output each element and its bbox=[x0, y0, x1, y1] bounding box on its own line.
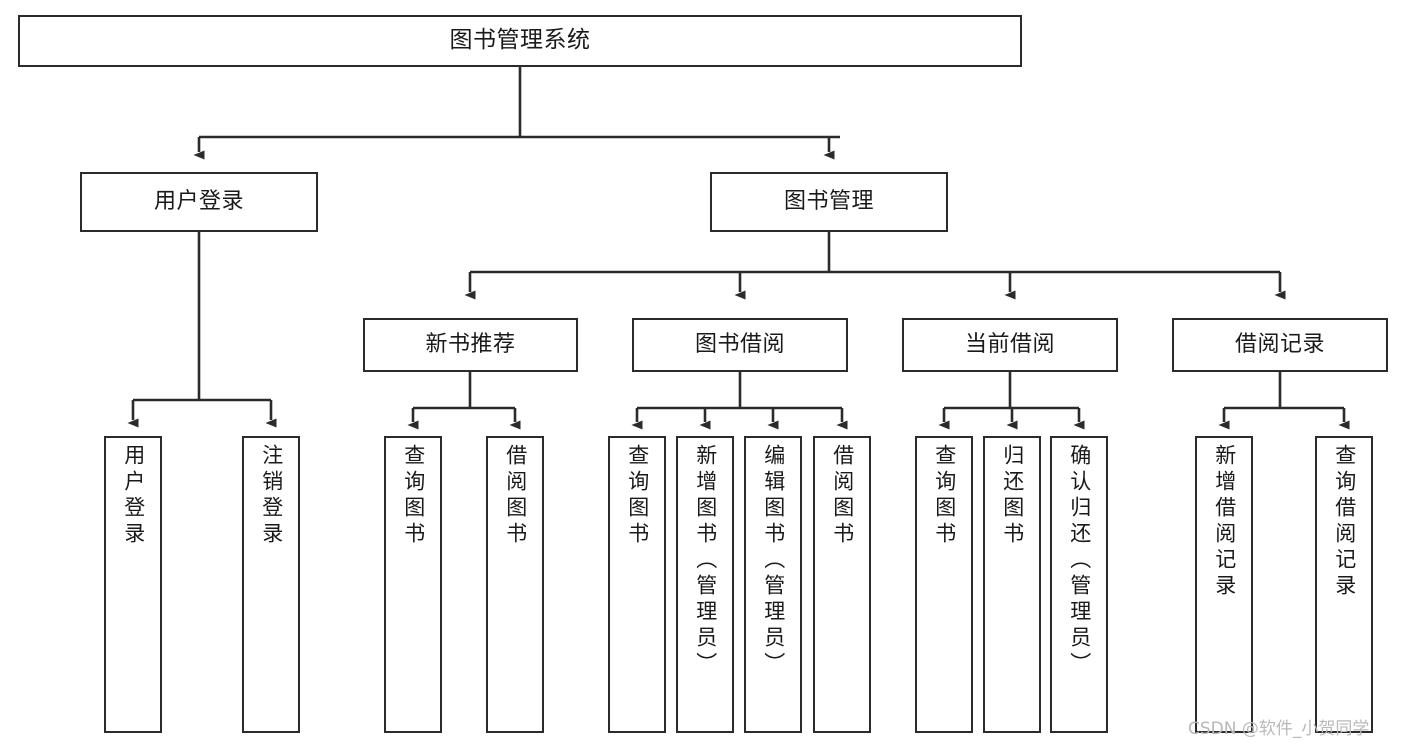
node-leaf-edit-book-label: 编辑图书（管理员） bbox=[761, 444, 786, 678]
node-new-book-recommend-label: 新书推荐 bbox=[425, 331, 516, 357]
node-leaf-query-record[interactable]: 查询借阅记录 bbox=[1315, 436, 1373, 733]
node-leaf-query-record-label: 查询借阅记录 bbox=[1332, 444, 1357, 600]
node-current-borrow-label: 当前借阅 bbox=[964, 331, 1055, 357]
node-leaf-user-logout-label: 注销登录 bbox=[259, 444, 284, 548]
node-leaf-borrow-book-1-label: 借阅图书 bbox=[503, 444, 528, 548]
node-leaf-query-book-3[interactable]: 查询图书 bbox=[915, 436, 973, 733]
node-current-borrow[interactable]: 当前借阅 bbox=[902, 318, 1118, 372]
node-leaf-user-logout[interactable]: 注销登录 bbox=[242, 436, 300, 733]
node-root-label: 图书管理系统 bbox=[449, 27, 591, 54]
node-leaf-borrow-book-2[interactable]: 借阅图书 bbox=[813, 436, 871, 733]
node-leaf-add-book[interactable]: 新增图书（管理员） bbox=[676, 436, 734, 733]
node-borrow-record-label: 借阅记录 bbox=[1234, 331, 1325, 357]
node-leaf-add-book-label: 新增图书（管理员） bbox=[693, 444, 718, 678]
node-leaf-borrow-book-2-label: 借阅图书 bbox=[830, 444, 855, 548]
node-book-borrow[interactable]: 图书借阅 bbox=[632, 318, 848, 372]
node-leaf-confirm-return-label: 确认归还（管理员） bbox=[1067, 444, 1092, 678]
node-book-borrow-label: 图书借阅 bbox=[694, 331, 785, 357]
node-book-management[interactable]: 图书管理 bbox=[710, 172, 948, 232]
node-borrow-record[interactable]: 借阅记录 bbox=[1172, 318, 1388, 372]
node-leaf-return-book-label: 归还图书 bbox=[1000, 444, 1025, 548]
node-leaf-user-login[interactable]: 用户登录 bbox=[104, 436, 162, 733]
node-user-login[interactable]: 用户登录 bbox=[80, 172, 318, 232]
node-leaf-return-book[interactable]: 归还图书 bbox=[983, 436, 1041, 733]
node-new-book-recommend[interactable]: 新书推荐 bbox=[363, 318, 578, 372]
node-user-login-label: 用户登录 bbox=[153, 188, 244, 214]
node-leaf-query-book-3-label: 查询图书 bbox=[932, 444, 957, 548]
node-leaf-confirm-return[interactable]: 确认归还（管理员） bbox=[1050, 436, 1108, 733]
node-leaf-edit-book[interactable]: 编辑图书（管理员） bbox=[744, 436, 802, 733]
node-leaf-query-book-2[interactable]: 查询图书 bbox=[608, 436, 666, 733]
node-leaf-query-book-1-label: 查询图书 bbox=[401, 444, 426, 548]
node-root[interactable]: 图书管理系统 bbox=[18, 15, 1022, 67]
node-leaf-borrow-book-1[interactable]: 借阅图书 bbox=[486, 436, 544, 733]
node-book-management-label: 图书管理 bbox=[783, 188, 874, 214]
node-leaf-add-record[interactable]: 新增借阅记录 bbox=[1195, 436, 1253, 733]
node-leaf-query-book-1[interactable]: 查询图书 bbox=[384, 436, 442, 733]
node-leaf-user-login-label: 用户登录 bbox=[121, 444, 146, 548]
node-leaf-add-record-label: 新增借阅记录 bbox=[1212, 444, 1237, 600]
csdn-watermark: CSDN @软件_小贺同学 bbox=[1188, 719, 1370, 739]
node-leaf-query-book-2-label: 查询图书 bbox=[625, 444, 650, 548]
